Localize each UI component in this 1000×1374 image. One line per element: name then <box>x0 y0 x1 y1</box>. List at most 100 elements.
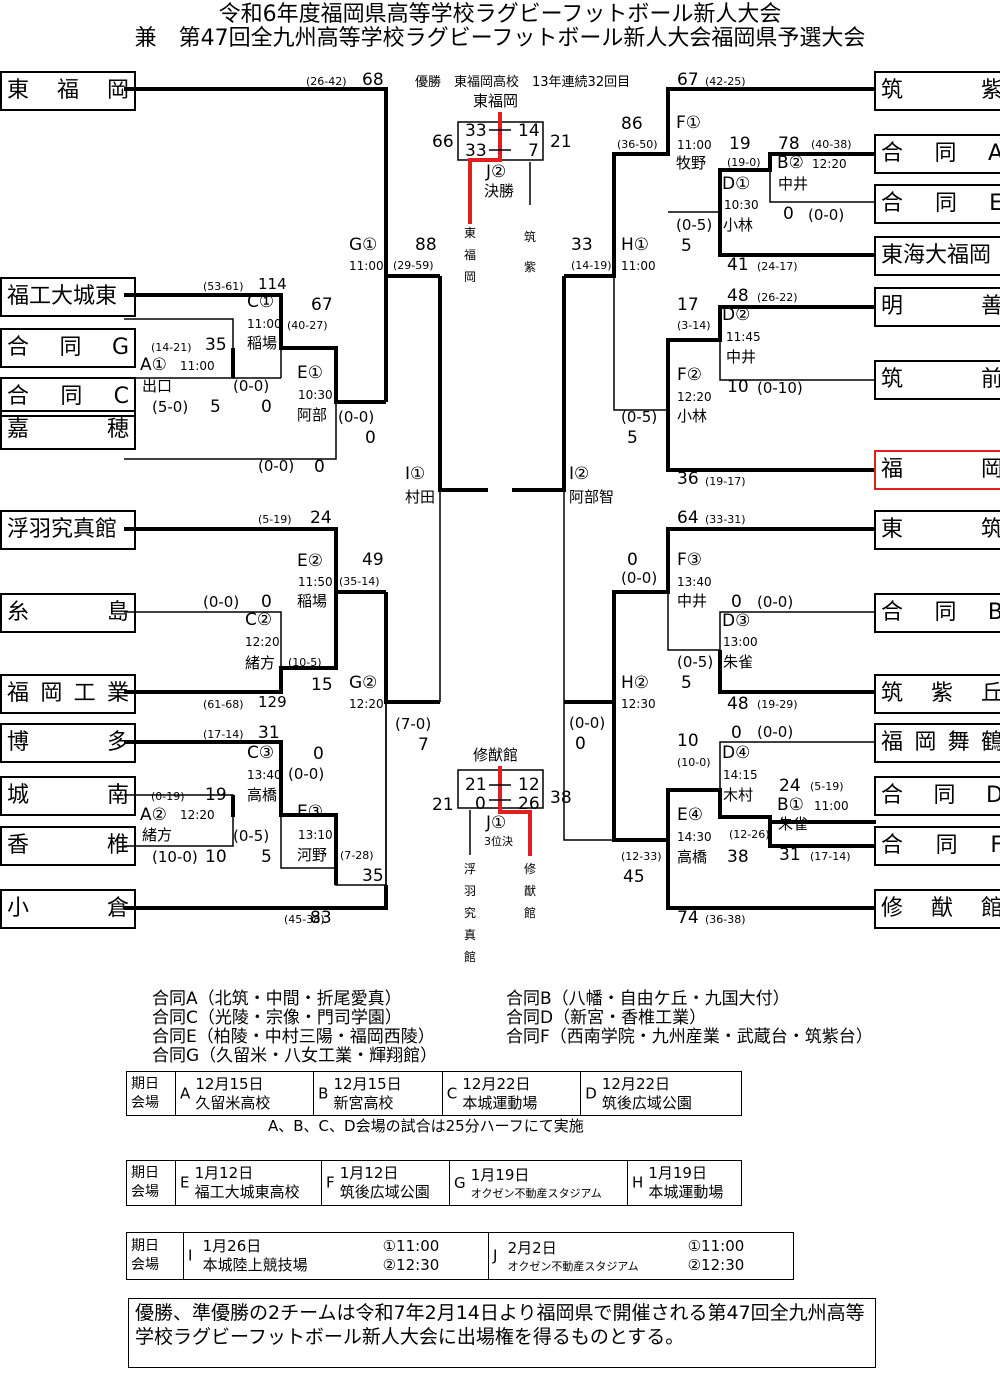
bracket-label: (0-5) <box>676 216 713 234</box>
bracket-label: 83 <box>310 908 332 928</box>
bracket-label: 11:00 <box>621 259 656 273</box>
final-right-team: 筑紫 <box>523 230 536 274</box>
tournament-subtitle: 兼 第47回全九州高等学校ラグビーフットボール新人大会福岡県予選大会 <box>134 26 866 51</box>
bracket-label: (10-0) <box>677 756 711 769</box>
bracket-label: 35 <box>205 335 227 355</box>
bracket-label: 稲場 <box>297 592 328 610</box>
third-title: 修猷館 <box>473 746 519 764</box>
bracket-label: (5-19) <box>810 780 844 793</box>
bracket-label: 緒方 <box>142 826 173 844</box>
bracket-label: (17-14) <box>810 850 851 863</box>
bracket-label: 中井 <box>677 592 708 610</box>
bracket-label: 13:10 <box>298 828 333 842</box>
schedule-head: 期日会場 <box>126 1071 176 1116</box>
schedule-table-2: 期日会場 E 1月12日福工大城東高校 F 1月12日筑後広域公園 G 1月19… <box>126 1160 743 1206</box>
tournament-title: 令和6年度福岡県高等学校ラグビーフットボール新人大会 <box>218 2 782 27</box>
bracket-label: 木村 <box>723 786 754 804</box>
final-left-total: 66 <box>432 132 454 152</box>
bracket-label: (53-61) <box>203 280 244 293</box>
note-godo-c: 合同C（光陵・宗像・門司学園） <box>152 1008 402 1028</box>
bracket-label: 15 <box>311 675 333 695</box>
bracket-label: (26-42) <box>306 75 347 88</box>
bracket-label: 11:00 <box>180 359 215 373</box>
bracket-label: H② <box>621 673 650 693</box>
bracket-label: 出口 <box>142 377 173 395</box>
bracket-label: 稲場 <box>247 334 278 352</box>
bracket-label: C① <box>247 292 275 312</box>
final-label: 決勝 <box>484 182 515 200</box>
final-h2-left: 33 <box>465 141 487 161</box>
schedule-cell-e: E 1月12日福工大城東高校 <box>175 1160 322 1206</box>
bracket-label: 12:30 <box>621 697 656 711</box>
team-right-12: 合同D <box>874 776 1000 816</box>
final-h2-right: 7 <box>528 141 539 161</box>
bracket-label: (29-59) <box>393 259 434 272</box>
final-left-team: 東福岡 <box>463 226 476 284</box>
notes-right: 合同B（八幡・自由ケ丘・九国大付） 合同D（新宮・香椎工業） 合同F（西南学院・… <box>506 990 873 1047</box>
final-game-id: J② <box>486 162 507 182</box>
bracket-label: 74 <box>677 908 699 928</box>
third-h1-left: 21 <box>465 775 487 795</box>
bracket-label: (10-5) <box>288 656 322 669</box>
schedule-cell-c: C 12月22日本城運動場 <box>441 1071 582 1116</box>
bracket-label: (42-25) <box>705 75 746 88</box>
third-h1-right: 12 <box>518 775 540 795</box>
bracket-label: 11:00 <box>814 799 849 813</box>
schedule-cell-h: H 1月19日本城運動場 <box>626 1160 743 1206</box>
bracket-label: 中井 <box>726 348 757 366</box>
schedule-cell-d: D 12月22日筑後広域公園 <box>580 1071 742 1116</box>
bracket-label: 129 <box>258 693 287 711</box>
schedule-head-2: 期日会場 <box>126 1160 176 1206</box>
bracket-label: 88 <box>415 235 437 255</box>
bracket-label: (19-0) <box>727 156 761 169</box>
bracket-label: (24-17) <box>757 260 798 273</box>
bracket-label: D③ <box>722 611 751 631</box>
team-left-10: 城南 <box>0 776 136 816</box>
qualification-note: 優勝、準優勝の2チームは令和7年2月14日より福岡県で開催される第47回全九州高… <box>128 1298 876 1368</box>
bracket-label: (36-50) <box>617 138 658 151</box>
bracket-label: 5 <box>627 428 638 448</box>
team-right-10: 筑紫丘 <box>874 674 1000 714</box>
third-left-team: 浮羽究真館 <box>463 862 476 964</box>
bracket-label: 5 <box>681 236 692 256</box>
bracket-label: G② <box>349 673 378 693</box>
note-godo-g: 合同G（久留米・八女工業・輝翔館） <box>152 1046 438 1066</box>
bracket-label: B① <box>777 795 804 815</box>
bracket-label: 0 <box>261 592 272 612</box>
bracket-label: E① <box>297 363 323 383</box>
team-right-4: 東海大福岡 <box>874 236 1000 276</box>
team-left-1: 東福岡 <box>0 71 136 111</box>
bracket-label: 45 <box>623 867 645 887</box>
bracket-label: I① <box>405 464 426 484</box>
bracket-label: 0 <box>365 428 376 448</box>
bracket-label: 緒方 <box>245 654 276 672</box>
team-left-11: 香椎 <box>0 826 136 866</box>
bracket-label: 48 <box>727 286 749 306</box>
bracket-label: H① <box>621 235 650 255</box>
team-left-9: 博多 <box>0 723 136 763</box>
team-left-8: 福岡工業 <box>0 674 136 714</box>
team-right-3: 合同E <box>874 184 1000 224</box>
bracket-label: F① <box>676 113 702 133</box>
bracket-label: 0 <box>313 744 324 764</box>
bracket-label: 86 <box>621 114 643 134</box>
bracket-label: E④ <box>677 805 703 825</box>
schedule-cell-b: B 12月15日新宮高校 <box>313 1071 443 1116</box>
bracket-label: (7-28) <box>340 849 374 862</box>
bracket-label: (0-0) <box>621 569 658 587</box>
bracket-label: 68 <box>362 70 384 90</box>
bracket-label: 13:00 <box>723 635 758 649</box>
bracket-label: A② <box>140 805 167 825</box>
schedule-note: A、B、C、D会場の試合は25分ハーフにて実施 <box>268 1117 584 1135</box>
team-left-5: 嘉穂 <box>0 410 136 450</box>
bracket-label: 114 <box>258 275 287 293</box>
bracket-label: (0-0) <box>757 593 794 611</box>
team-right-14: 修猷館 <box>874 889 1000 929</box>
bracket-label: 12:20 <box>677 390 712 404</box>
bracket-label: (7-0) <box>395 715 432 733</box>
bracket-label: D④ <box>722 743 751 763</box>
note-godo-a: 合同A（北筑・中間・折尾愛真） <box>152 989 402 1009</box>
team-right-5: 明善 <box>874 287 1000 327</box>
